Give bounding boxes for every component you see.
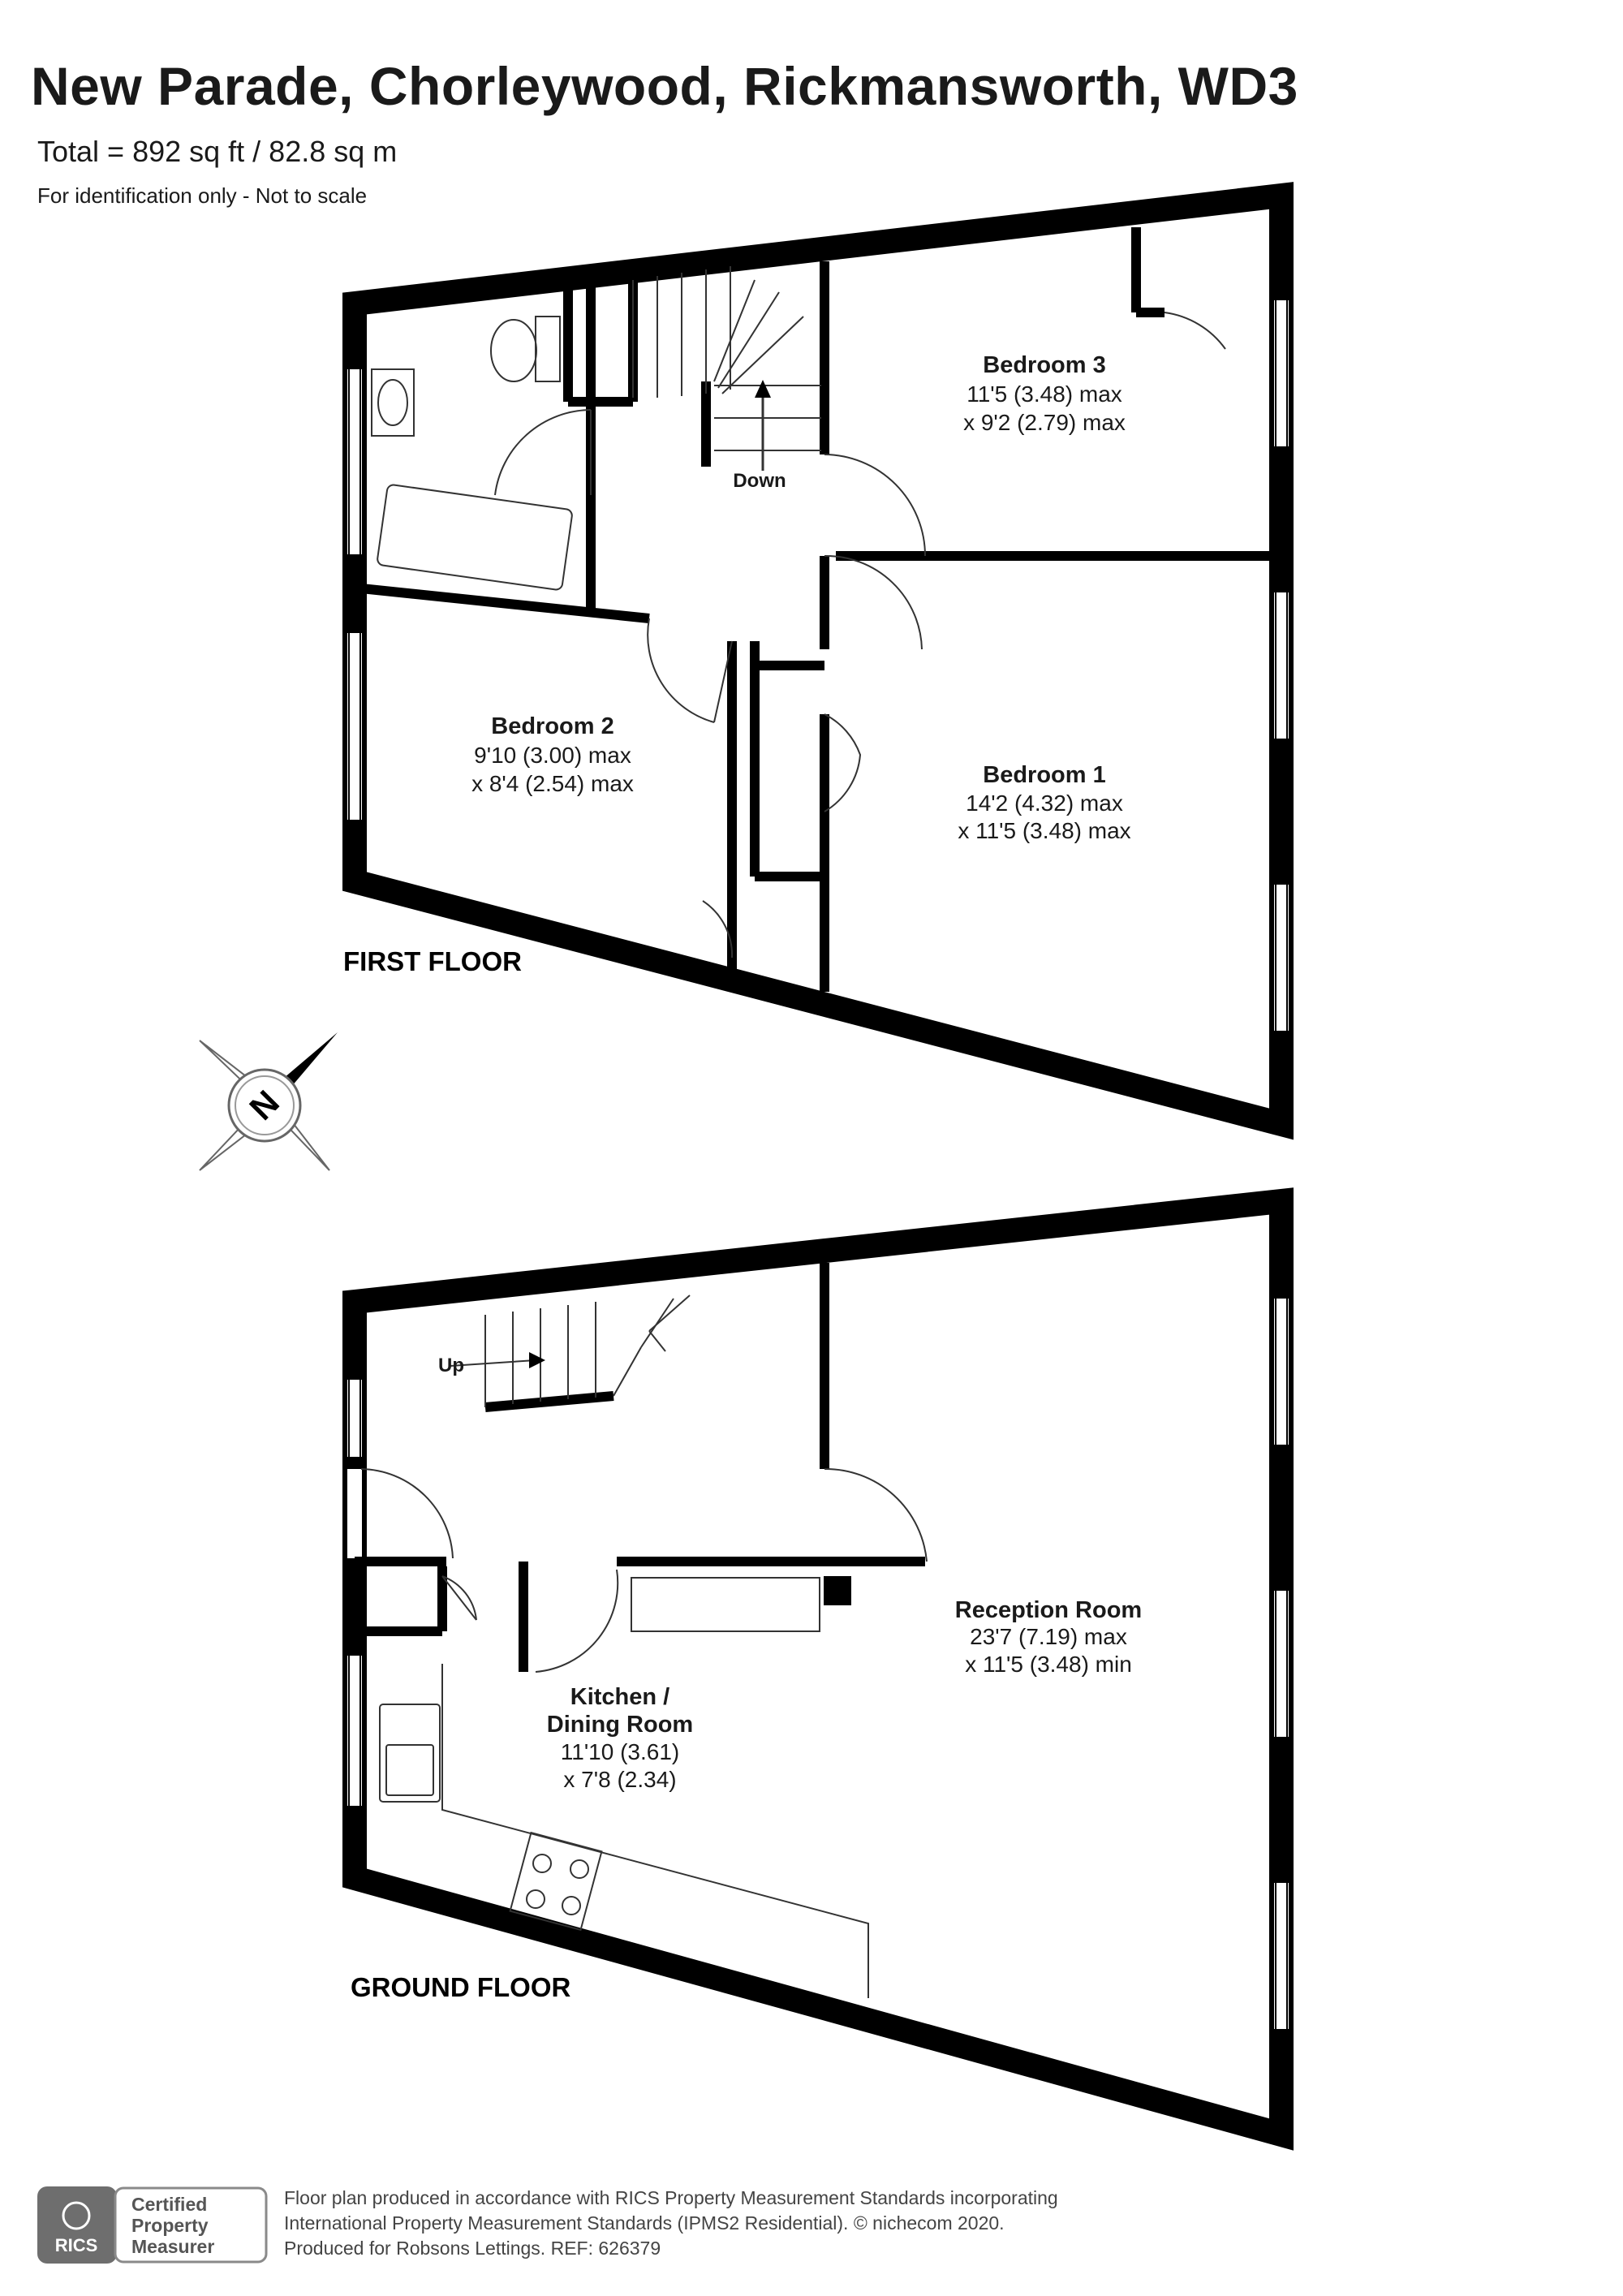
first-floor-doors xyxy=(494,312,1226,958)
hob-icon xyxy=(509,1831,603,1932)
bathroom-fixtures xyxy=(371,316,573,591)
footer-line3: Produced for Robsons Lettings. REF: 6263… xyxy=(284,2238,661,2259)
ground-floor-label: GROUND FLOOR xyxy=(351,1972,570,2002)
first-floor-left-window xyxy=(347,369,362,820)
room-dim1-reception: 23'7 (7.19) max xyxy=(970,1624,1127,1649)
first-floor-labels: Bedroom 3 11'5 (3.48) max x 9'2 (2.79) m… xyxy=(471,352,1131,843)
first-floor-internal-walls xyxy=(360,227,1281,992)
room-dim1-bedroom-2: 9'10 (3.00) max xyxy=(474,743,631,768)
first-floor-plan xyxy=(342,182,1294,1140)
basin-icon xyxy=(371,368,415,437)
room-dim2-kitchen: x 7'8 (2.34) xyxy=(563,1767,676,1792)
room-name-kitchen-line2: Dining Room xyxy=(547,1712,693,1738)
ground-floor-plan xyxy=(342,1187,1294,2151)
first-floor-label: FIRST FLOOR xyxy=(343,946,522,976)
room-dim1-bedroom-1: 14'2 (4.32) max xyxy=(966,790,1123,816)
worktop-unit xyxy=(631,1577,820,1632)
stairs-down-label: Down xyxy=(733,470,786,492)
footer-text: Floor plan produced in accordance with R… xyxy=(284,2186,1058,2261)
room-dim1-bedroom-3: 11'5 (3.48) max xyxy=(966,381,1122,407)
room-name-kitchen-line1: Kitchen / xyxy=(570,1684,669,1710)
page-title: New Parade, Chorleywood, Rickmansworth, … xyxy=(31,56,1298,116)
compass-north-icon: N xyxy=(199,1032,338,1171)
rics-logo-icon xyxy=(62,2201,91,2230)
badge-line2: Property xyxy=(131,2215,209,2236)
total-area: Total = 892 sq ft / 82.8 sq m xyxy=(37,135,398,168)
footer-line1: Floor plan produced in accordance with R… xyxy=(284,2187,1058,2208)
sink-icon xyxy=(379,1704,441,1803)
room-name-bedroom-1: Bedroom 1 xyxy=(983,762,1105,788)
bath-icon xyxy=(377,484,573,591)
ground-floor-internal-walls xyxy=(355,1263,925,1672)
first-floor-stairs xyxy=(632,266,821,471)
room-name-bedroom-3: Bedroom 3 xyxy=(983,352,1105,378)
ground-floor-labels: Reception Room 23'7 (7.19) max x 11'5 (3… xyxy=(438,1355,1142,1792)
stairs-up-label: Up xyxy=(438,1355,464,1376)
rics-badge: RICS Certified Property Measurer xyxy=(37,2186,268,2264)
room-name-reception: Reception Room xyxy=(955,1597,1142,1623)
room-name-bedroom-2: Bedroom 2 xyxy=(491,713,613,739)
room-dim2-bedroom-3: x 9'2 (2.79) max xyxy=(963,410,1126,435)
room-dim2-reception: x 11'5 (3.48) min xyxy=(965,1652,1132,1677)
kitchen-fixtures xyxy=(379,1577,869,1998)
room-dim2-bedroom-1: x 11'5 (3.48) max xyxy=(958,818,1130,843)
ground-floor-stairs xyxy=(450,1294,691,1407)
disclaimer-note: For identification only - Not to scale xyxy=(37,183,368,208)
footer-line2: International Property Measurement Stand… xyxy=(284,2212,1005,2234)
first-floor-right-windows xyxy=(1274,300,1289,1031)
badge-line3: Measurer xyxy=(131,2236,214,2257)
room-dim1-kitchen: 11'10 (3.61) xyxy=(561,1739,679,1764)
toilet-icon xyxy=(490,319,537,382)
ground-floor-doors xyxy=(360,1467,928,1673)
ground-floor-windows xyxy=(347,1299,1289,2029)
badge-line1: Certified xyxy=(131,2194,207,2215)
chimney-column xyxy=(824,1576,851,1605)
rics-org: RICS xyxy=(55,2235,98,2255)
room-dim2-bedroom-2: x 8'4 (2.54) max xyxy=(471,771,634,796)
